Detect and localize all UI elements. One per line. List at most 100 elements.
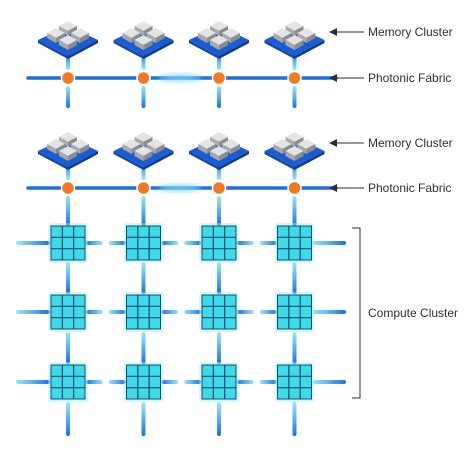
- memory-base-edge: [294, 40, 325, 59]
- memory-die-side: [68, 151, 77, 161]
- memory-base-edge: [219, 151, 249, 170]
- fabric-node: [136, 180, 151, 196]
- fabric-node: [287, 70, 302, 86]
- vertical-link: [292, 86, 297, 108]
- memory-base-edge: [113, 151, 144, 170]
- memory-die-side: [47, 144, 56, 154]
- memory-die-side: [146, 144, 156, 154]
- compute-chip: [274, 292, 315, 332]
- horizontal-link: [184, 310, 201, 314]
- compute-die: [201, 225, 237, 261]
- compute-die: [126, 364, 161, 400]
- compute-die: [126, 294, 161, 330]
- memory-chip: [264, 21, 325, 59]
- memory-base-edge: [264, 40, 295, 59]
- memory-die-side: [155, 144, 165, 154]
- memory-die-side: [231, 33, 240, 43]
- memory-die-side: [68, 40, 77, 50]
- fabric-glow: [158, 185, 202, 191]
- memory-die-side: [219, 40, 228, 50]
- memory-base-edge: [68, 40, 98, 59]
- compute-chip: [48, 223, 88, 263]
- memory-die-side: [143, 26, 153, 36]
- memory-die-side: [219, 137, 228, 147]
- vertical-link: [66, 86, 70, 108]
- compute-chip: [123, 362, 164, 402]
- memory-chip: [113, 132, 174, 170]
- memory-die-side: [56, 144, 65, 154]
- compute-chip: [274, 362, 315, 402]
- vertical-link: [66, 332, 70, 364]
- compute-chip: [199, 223, 239, 263]
- memory-die-side: [56, 33, 65, 43]
- memory-die-side: [143, 40, 153, 50]
- memory-die-side: [143, 137, 153, 147]
- compute-die: [126, 225, 161, 261]
- compute-cluster-bracket: [352, 227, 361, 399]
- horizontal-link: [312, 241, 346, 245]
- vertical-link: [217, 402, 221, 436]
- memory-die-side: [71, 33, 80, 43]
- compute-clusters: [48, 223, 315, 402]
- memory-die-side: [68, 26, 77, 36]
- memory-die-side: [68, 137, 77, 147]
- horizontal-link: [16, 241, 50, 245]
- compute-die: [201, 294, 237, 330]
- horizontal-link: [259, 241, 277, 245]
- memory-die-side: [297, 144, 307, 154]
- memory-clusters: [38, 21, 325, 170]
- memory-die-side: [198, 33, 207, 43]
- vertical-link: [141, 86, 146, 108]
- memory-base-edge: [143, 151, 174, 170]
- memory-die-side: [294, 40, 304, 50]
- fabric-node: [136, 70, 151, 86]
- vertical-link: [292, 402, 297, 436]
- memory-die-side: [207, 144, 216, 154]
- memory-die-side: [59, 26, 68, 36]
- memory-base-edge: [113, 40, 144, 59]
- memory-die-side: [59, 40, 68, 50]
- memory-die-side: [155, 33, 165, 43]
- horizontal-link: [16, 380, 50, 384]
- horizontal-link: [86, 310, 103, 314]
- memory-chip: [189, 21, 249, 59]
- memory-die-side: [219, 151, 228, 161]
- horizontal-link: [108, 310, 126, 314]
- memory-base-edge: [38, 40, 68, 59]
- memory-cluster-label: Memory Cluster: [368, 136, 453, 150]
- memory-die-side: [285, 137, 295, 147]
- compute-chip: [123, 292, 164, 332]
- memory-die-side: [282, 33, 292, 43]
- compute-chip: [199, 292, 239, 332]
- horizontal-link: [259, 310, 277, 314]
- compute-chip: [48, 362, 88, 402]
- memory-die-side: [59, 151, 68, 161]
- memory-die-side: [294, 151, 304, 161]
- horizontal-link: [108, 241, 126, 245]
- memory-chip: [264, 132, 325, 170]
- memory-die-side: [198, 144, 207, 154]
- memory-die-side: [146, 33, 156, 43]
- memory-base-edge: [143, 40, 174, 59]
- memory-die-side: [207, 33, 216, 43]
- memory-die-side: [222, 33, 231, 43]
- memory-die-side: [282, 144, 292, 154]
- annotations: [329, 28, 364, 399]
- memory-die-side: [210, 26, 219, 36]
- memory-die-side: [131, 33, 141, 43]
- memory-die-side: [273, 33, 283, 43]
- memory-die-side: [131, 144, 141, 154]
- memory-die-side: [294, 26, 304, 36]
- memory-die-side: [80, 33, 89, 43]
- fabric-node: [211, 70, 227, 86]
- horizontal-link: [86, 241, 103, 245]
- memory-chip: [189, 132, 249, 170]
- vertical-link: [141, 402, 146, 436]
- horizontal-link: [161, 310, 179, 314]
- compute-die: [50, 364, 86, 400]
- memory-die-side: [306, 33, 316, 43]
- compute-chip: [199, 362, 239, 402]
- memory-die-side: [143, 151, 153, 161]
- memory-die-side: [294, 137, 304, 147]
